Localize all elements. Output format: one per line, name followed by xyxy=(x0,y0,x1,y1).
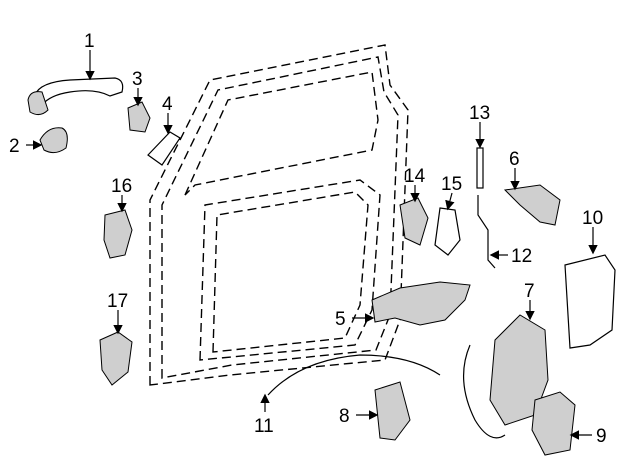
callout-2: 2 xyxy=(9,136,20,157)
part-3-bracket xyxy=(127,101,151,133)
callout-9: 9 xyxy=(596,426,607,447)
callout-6: 6 xyxy=(509,149,520,170)
part-8-bracket xyxy=(374,381,411,441)
callout-3: 3 xyxy=(132,69,143,90)
callout-8: 8 xyxy=(339,406,350,427)
callout-16: 16 xyxy=(111,176,132,197)
part-11-cable xyxy=(267,354,441,396)
callout-5: 5 xyxy=(335,309,346,330)
door-frame-outline xyxy=(149,44,409,386)
part-15-bracket xyxy=(434,207,461,256)
callout-13: 13 xyxy=(469,103,490,124)
part-9-motor xyxy=(531,391,576,456)
part-4-seal xyxy=(147,131,181,166)
part-13-knob xyxy=(476,147,484,189)
part-2-handle-cover xyxy=(39,127,68,154)
callout-14: 14 xyxy=(404,166,426,187)
part-12-rod xyxy=(477,195,496,269)
callout-1: 1 xyxy=(84,31,95,52)
callout-12: 12 xyxy=(511,246,532,267)
part-10-cover xyxy=(564,254,616,349)
part-1-outside-handle xyxy=(27,77,124,116)
callout-11: 11 xyxy=(254,416,274,437)
part-16-bracket xyxy=(103,209,133,259)
callout-10: 10 xyxy=(582,208,603,229)
leader-lines xyxy=(26,50,598,440)
part-6-cover xyxy=(503,184,561,226)
callout-17: 17 xyxy=(107,291,128,312)
part-17-check xyxy=(99,331,133,386)
part-14-bracket xyxy=(399,197,429,246)
callout-15: 15 xyxy=(441,174,462,195)
part-5-handle-carrier xyxy=(371,281,471,326)
callout-7: 7 xyxy=(524,281,535,302)
callout-4: 4 xyxy=(162,94,173,115)
part-7-cable xyxy=(462,344,506,439)
